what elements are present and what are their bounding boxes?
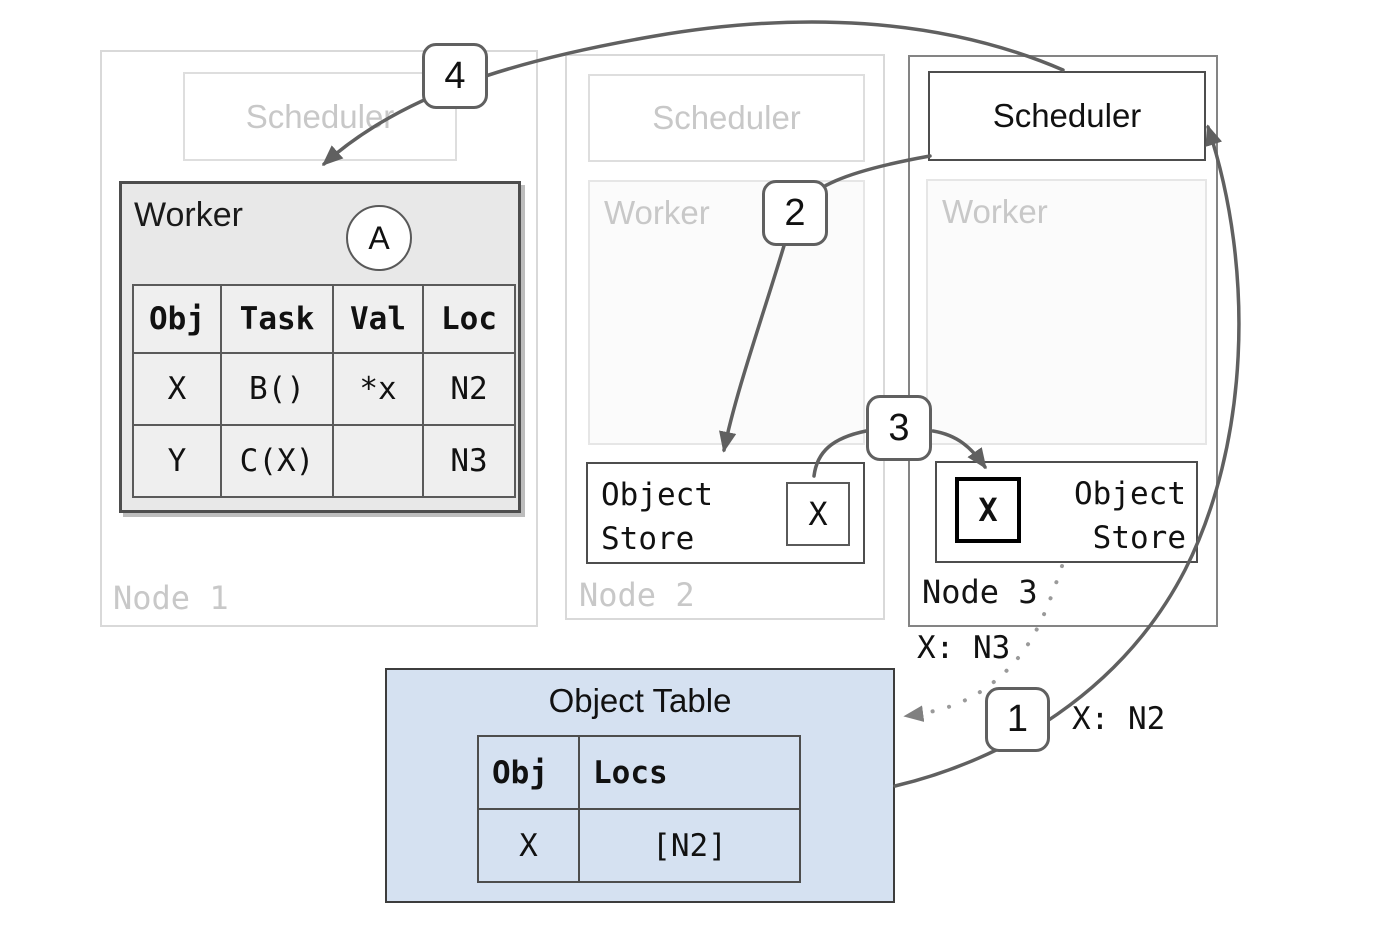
task-table-header: Val bbox=[332, 284, 424, 354]
node1-scheduler-box: Scheduler bbox=[183, 72, 457, 161]
node3-object-x-label: X bbox=[978, 491, 998, 529]
object-table-row: X [N2] bbox=[477, 808, 801, 883]
task-table-cell: B() bbox=[220, 352, 334, 426]
node1-scheduler-label: Scheduler bbox=[245, 97, 395, 135]
edge-label-x-n3: X: N3 bbox=[917, 630, 1011, 666]
node2-object-store-label: Object Store bbox=[601, 477, 713, 557]
step-badge-2: 2 bbox=[762, 180, 828, 246]
task-table-row: Y C(X) N3 bbox=[132, 424, 516, 498]
object-table: Obj Locs X [N2] bbox=[477, 735, 801, 883]
task-table-cell: *x bbox=[332, 352, 424, 426]
step-badge-3: 3 bbox=[866, 395, 932, 461]
node1-worker-label: Worker bbox=[134, 196, 243, 234]
object-table-header-row: Obj Locs bbox=[477, 735, 801, 810]
task-table-cell bbox=[332, 424, 424, 498]
node2-worker-label: Worker bbox=[604, 194, 710, 231]
task-table-header: Loc bbox=[422, 284, 516, 354]
node1-label: Node 1 bbox=[113, 579, 229, 617]
task-table-cell: N3 bbox=[422, 424, 516, 498]
node2-object-x: X bbox=[786, 482, 850, 546]
step-badge-1: 1 bbox=[985, 687, 1050, 752]
task-a-label: A bbox=[368, 219, 390, 256]
edge-label-x-n2: X: N2 bbox=[1072, 701, 1166, 737]
task-table-cell: C(X) bbox=[220, 424, 334, 498]
node2-scheduler-label: Scheduler bbox=[652, 99, 801, 136]
node3-worker-label: Worker bbox=[942, 193, 1048, 230]
task-table-header: Task bbox=[220, 284, 334, 354]
node3-scheduler-box: Scheduler bbox=[928, 71, 1206, 161]
step-badge-4: 4 bbox=[422, 43, 488, 109]
object-table-header: Obj bbox=[477, 735, 580, 810]
node1-frame: Scheduler Worker A Obj Task Val Loc X B(… bbox=[100, 50, 538, 627]
task-table-row: X B() *x N2 bbox=[132, 352, 516, 426]
object-table-title: Object Table bbox=[548, 682, 732, 719]
node1-worker-box: Worker A Obj Task Val Loc X B() *x N2 bbox=[119, 181, 521, 513]
node3-frame: Scheduler Worker Object Store X Node 3 bbox=[908, 55, 1218, 627]
object-table-cell: [N2] bbox=[578, 808, 801, 883]
object-table-cell: X bbox=[477, 808, 580, 883]
step-badge-1-label: 1 bbox=[1006, 698, 1029, 740]
task-table-cell: Y bbox=[132, 424, 222, 498]
task-table-header: Obj bbox=[132, 284, 222, 354]
node2-object-x-label: X bbox=[808, 495, 828, 533]
node3-object-store: Object Store X bbox=[935, 461, 1198, 563]
node2-frame: Scheduler Worker Object Store X Node 2 bbox=[565, 54, 885, 620]
step-badge-3-label: 3 bbox=[888, 406, 910, 449]
step-badge-2-label: 2 bbox=[784, 191, 806, 234]
node2-label: Node 2 bbox=[579, 576, 695, 614]
node3-object-x: X bbox=[955, 477, 1021, 543]
step-badge-4-label: 4 bbox=[444, 54, 466, 97]
worker-task-table: Obj Task Val Loc X B() *x N2 Y C(X) N3 bbox=[132, 284, 516, 498]
task-table-cell: X bbox=[132, 352, 222, 426]
node2-object-store: Object Store X bbox=[586, 462, 865, 564]
node3-label: Node 3 bbox=[922, 573, 1038, 611]
task-a-marker: A bbox=[346, 205, 412, 271]
node3-scheduler-label: Scheduler bbox=[992, 97, 1142, 134]
node2-scheduler-box: Scheduler bbox=[588, 74, 865, 162]
task-table-header-row: Obj Task Val Loc bbox=[132, 284, 516, 354]
task-table-cell: N2 bbox=[422, 352, 516, 426]
node3-object-store-label: Object Store bbox=[1074, 476, 1186, 556]
node3-worker-box: Worker bbox=[926, 179, 1207, 445]
object-table-panel: Object Table Obj Locs X [N2] bbox=[385, 668, 895, 903]
object-table-header: Locs bbox=[578, 735, 801, 810]
